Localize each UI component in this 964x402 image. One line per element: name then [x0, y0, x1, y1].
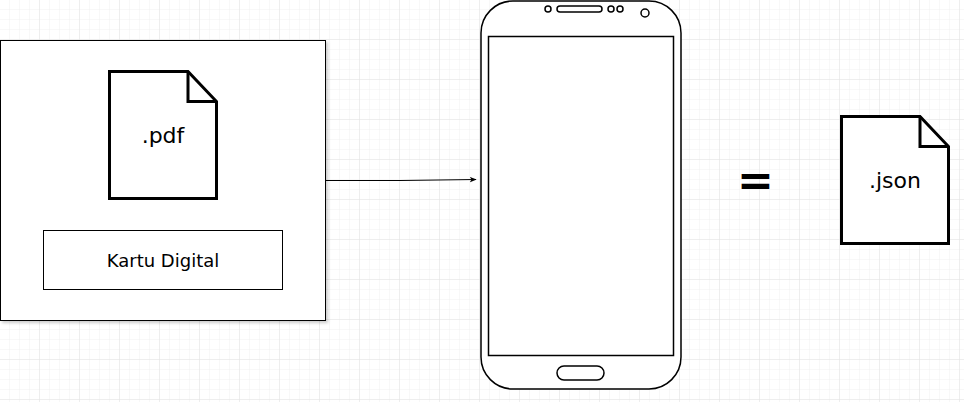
flow-arrow	[326, 180, 476, 181]
phone	[481, 1, 681, 389]
process-box: Kartu Digital	[43, 230, 283, 290]
node-text: .pdf	[142, 123, 185, 148]
equals-sign: =	[737, 158, 774, 202]
file-icon: .json	[840, 115, 950, 245]
container-box	[1, 41, 326, 321]
file-icon: .pdf	[108, 70, 218, 200]
node-text: .json	[869, 168, 921, 193]
node-text: Kartu Digital	[107, 250, 219, 271]
